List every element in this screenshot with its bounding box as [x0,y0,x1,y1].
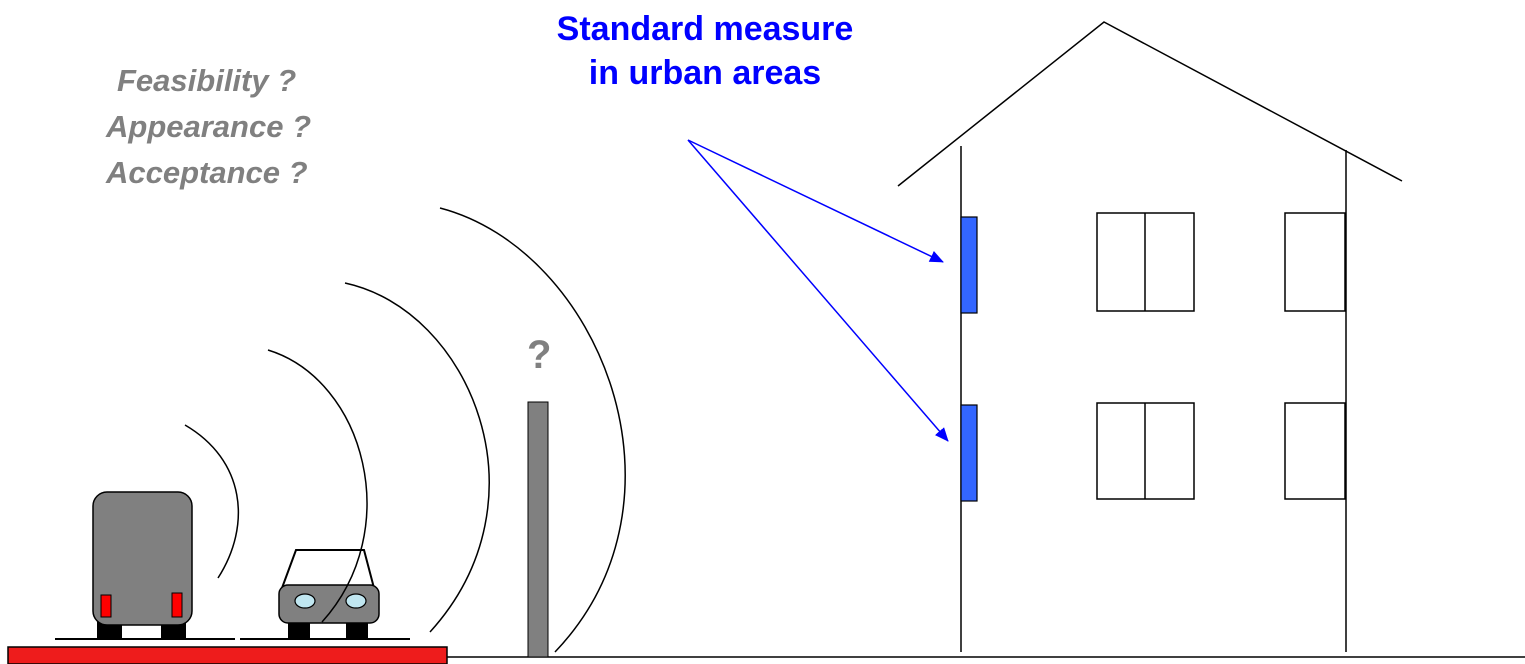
sound-wave-2 [267,349,368,623]
car-wheel-right [346,620,368,640]
callout-line-2: in urban areas [588,54,822,92]
noise-barrier-post [527,401,549,658]
truck-tail-light-right [171,592,183,618]
house [897,21,1403,652]
barrier-question-mark: ? [527,333,552,377]
sound-wave-1 [184,424,240,579]
callout-label: Standard measure in urban areas [480,7,930,95]
callout-line-1: Standard measure [556,10,854,48]
callout-arrow-lower [687,139,949,442]
truck [55,491,235,640]
sound-wave-3 [344,282,490,633]
car-wheel-left [288,620,310,640]
callout-arrow-upper [687,139,944,263]
facade-insulation-panel-upper [960,216,978,314]
car [240,549,410,640]
car-headlight-right [345,593,367,609]
question-feasibility: Feasibility ? [117,63,297,98]
window-lower-right [1284,402,1346,500]
truck-body [92,491,193,626]
car-roof [281,549,375,589]
house-roof [897,21,1403,187]
question-appearance: Appearance ? [106,109,312,144]
car-headlight-left [294,593,316,609]
question-acceptance: Acceptance ? [106,155,308,190]
window-upper-right [1284,212,1346,312]
sound-wave-4 [439,207,626,653]
facade-insulation-panel-lower [960,404,978,502]
road-surface [7,646,448,664]
truck-tail-light-left [100,594,112,618]
